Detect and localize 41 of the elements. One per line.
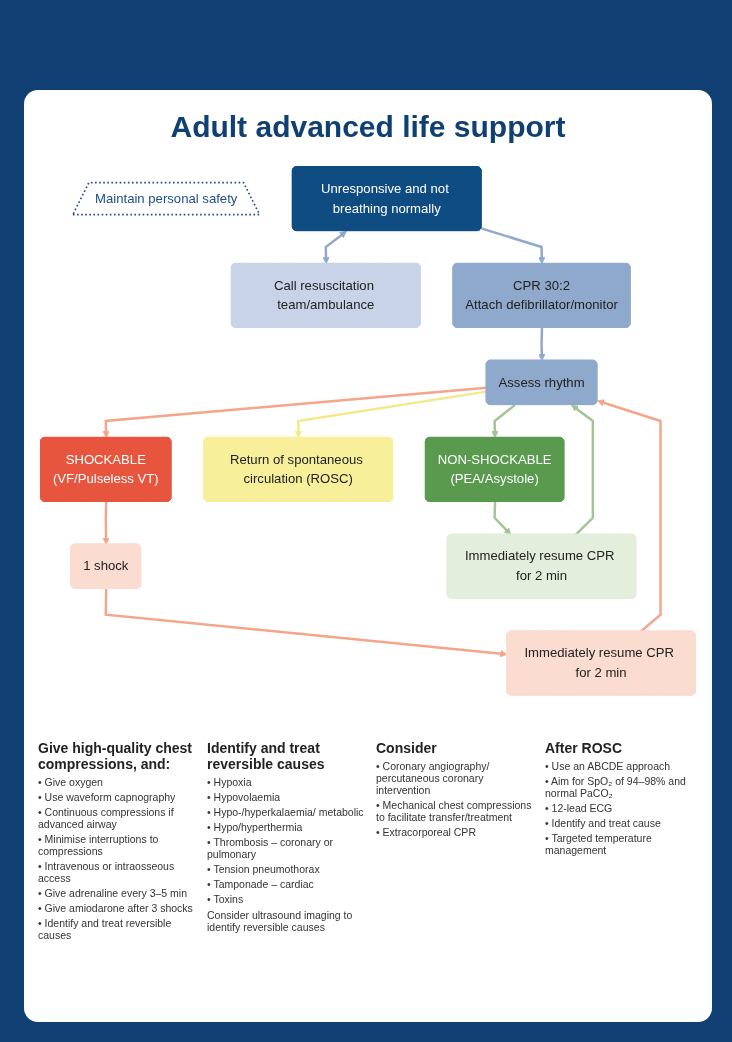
- arrow: [538, 327, 546, 361]
- list-item: • Continuous compressions if advanced airway: [38, 806, 175, 830]
- section-heading: Consider: [376, 740, 438, 756]
- section-heading: After ROSC: [545, 740, 623, 756]
- list-item: • Coronary angiography/ percutaneous coronary intervention: [376, 760, 491, 796]
- list-item: • Give amiodarone after 3 shocks: [38, 902, 194, 914]
- list-item: • Intravenous or intraosseous access: [38, 860, 176, 884]
- list-item: • 12-lead ECG: [545, 802, 614, 814]
- list-item: • Hypo/hyperthermia: [207, 821, 304, 833]
- list-item: • Hypovolaemia: [207, 791, 282, 803]
- arrow: [322, 230, 347, 265]
- list-item: • Extracorporeal CPR: [376, 826, 477, 838]
- diagram-title: Adult advanced life support: [170, 110, 566, 144]
- note-text: Consider ultrasound imaging to identify reversible causes: [207, 909, 354, 933]
- list-item: • Aim for SpO₂ of 94–98% and normal PaCO₂: [545, 775, 687, 799]
- list-item: • Thrombosis – coronary or pulmonary: [207, 836, 335, 860]
- arrow: [104, 588, 508, 658]
- arrow: [571, 404, 595, 536]
- section-heading: Give high-quality chest compressions, and:: [38, 740, 194, 772]
- list-item: • Mechanical chest compressions to facilitate transfer/treatment: [376, 799, 533, 823]
- arrow: [102, 501, 110, 545]
- list-item: • Use waveform capnography: [38, 791, 177, 803]
- list-item: • Toxins: [207, 893, 245, 905]
- list-item: • Give oxygen: [38, 776, 104, 788]
- list-item: • Hypo-/hyperkalaemia/ metabolic: [207, 806, 364, 818]
- arrow: [491, 404, 516, 439]
- list-item: • Identify and treat reversible causes: [38, 917, 173, 941]
- list-item: • Give adrenaline every 3–5 min: [38, 887, 188, 899]
- arrow: [493, 501, 512, 535]
- arrow: [102, 386, 487, 439]
- section-heading: Identify and treat reversible causes: [207, 740, 326, 772]
- list-item: • Minimise interruptions to compressions: [38, 833, 160, 857]
- list-item: • Tamponade – cardiac: [207, 878, 315, 890]
- arrow: [480, 227, 546, 265]
- arrow: [597, 399, 662, 633]
- list-item: • Identify and treat cause: [545, 817, 662, 829]
- list-item: • Tension pneumothorax: [207, 863, 321, 875]
- list-item: • Use an ABCDE approach: [545, 760, 672, 772]
- list-item: • Targeted temperature management: [545, 832, 653, 856]
- list-item: • Hypoxia: [207, 776, 253, 788]
- arrow: [294, 390, 487, 439]
